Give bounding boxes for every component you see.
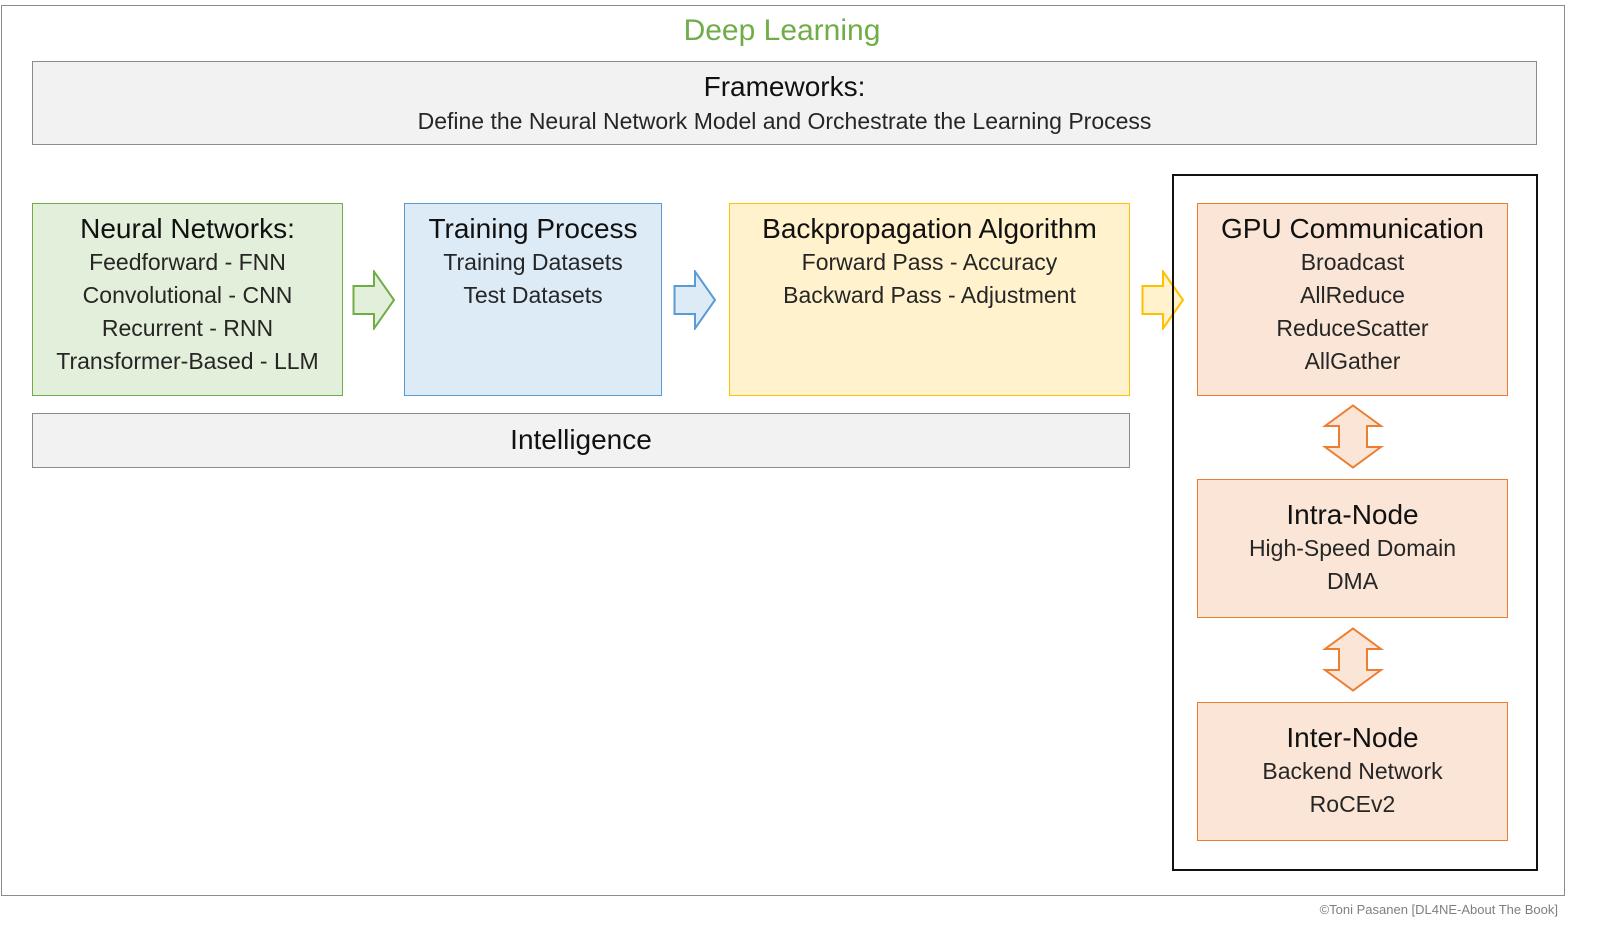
frameworks-box: Frameworks: Define the Neural Network Mo… <box>32 61 1537 145</box>
right-arrow-icon <box>673 270 717 330</box>
intra-node-item: High-Speed Domain <box>1248 535 1457 561</box>
backpropagation-box: Backpropagation Algorithm Forward Pass -… <box>729 203 1130 396</box>
training-process-item: Training Datasets <box>443 249 623 275</box>
gpu-communication-box: GPU Communication Broadcast AllReduce Re… <box>1197 203 1508 396</box>
inter-node-item: RoCEv2 <box>1309 791 1396 817</box>
intelligence-box: Intelligence <box>32 413 1130 468</box>
frameworks-heading: Frameworks: <box>703 71 866 102</box>
intelligence-label: Intelligence <box>510 424 652 455</box>
neural-networks-item: Recurrent - RNN <box>101 315 274 341</box>
backpropagation-item: Backward Pass - Adjustment <box>783 282 1076 308</box>
backpropagation-item: Forward Pass - Accuracy <box>801 249 1058 275</box>
intra-node-item: DMA <box>1326 568 1379 594</box>
training-process-heading: Training Process <box>428 213 638 244</box>
neural-networks-box: Neural Networks: Feedforward - FNN Convo… <box>32 203 343 396</box>
intra-node-heading: Intra-Node <box>1286 499 1419 530</box>
inter-node-box: Inter-Node Backend Network RoCEv2 <box>1197 702 1508 841</box>
gpu-communication-item: AllReduce <box>1300 282 1405 308</box>
copyright-text: ©Toni Pasanen [DL4NE-About The Book] <box>1319 902 1558 917</box>
gpu-communication-item: ReduceScatter <box>1276 315 1429 341</box>
gpu-communication-item: AllGather <box>1304 348 1401 374</box>
training-process-item: Test Datasets <box>463 282 603 308</box>
right-arrow-icon <box>352 270 396 330</box>
up-down-arrow-icon <box>1322 404 1384 469</box>
gpu-communication-frame <box>1172 174 1538 871</box>
intra-node-box: Intra-Node High-Speed Domain DMA <box>1197 479 1508 618</box>
diagram-frame <box>1 5 1565 896</box>
diagram-title: Deep Learning <box>683 14 881 47</box>
backpropagation-heading: Backpropagation Algorithm <box>762 213 1097 244</box>
gpu-communication-heading: GPU Communication <box>1221 213 1484 244</box>
training-process-box: Training Process Training Datasets Test … <box>404 203 662 396</box>
inter-node-item: Backend Network <box>1262 758 1443 784</box>
up-down-arrow-icon <box>1322 627 1384 692</box>
gpu-communication-item: Broadcast <box>1300 249 1405 275</box>
neural-networks-item: Convolutional - CNN <box>82 282 293 308</box>
neural-networks-item: Feedforward - FNN <box>89 249 286 275</box>
inter-node-heading: Inter-Node <box>1286 722 1419 753</box>
frameworks-subtitle: Define the Neural Network Model and Orch… <box>417 108 1152 134</box>
neural-networks-item: Transformer-Based - LLM <box>56 348 319 374</box>
neural-networks-heading: Neural Networks: <box>80 213 295 244</box>
